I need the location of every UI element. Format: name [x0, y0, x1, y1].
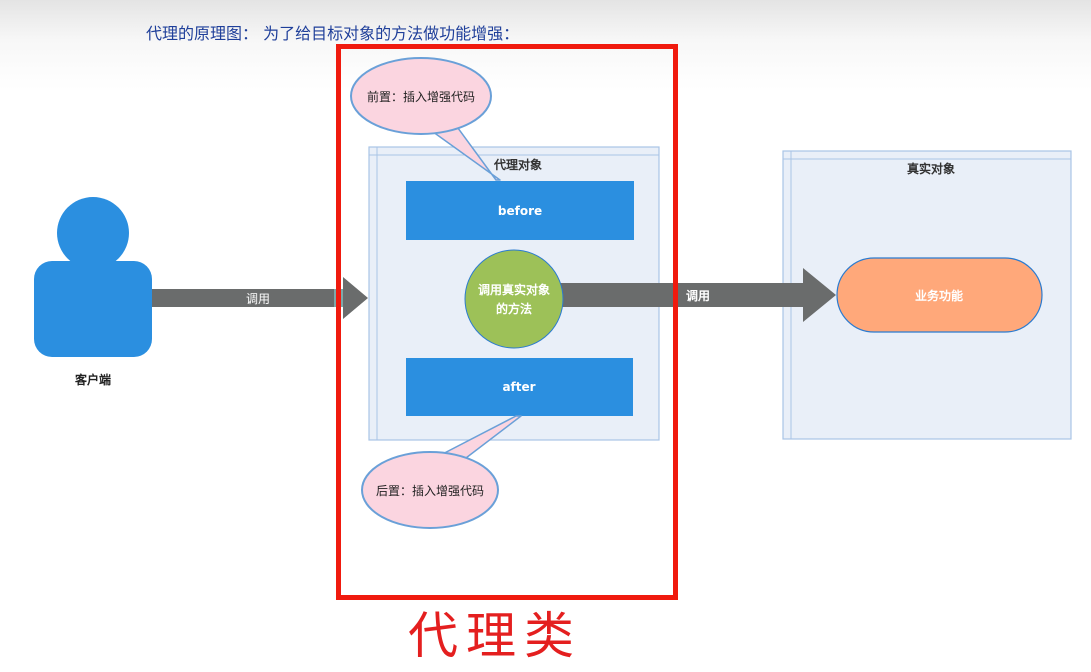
before-callout-text: 前置：插入增强代码 [367, 89, 475, 104]
person-icon [34, 197, 152, 357]
after-callout: 后置：插入增强代码 [361, 415, 522, 529]
before-callout: 前置：插入增强代码 [350, 57, 501, 181]
proxy-class-highlight [336, 44, 678, 600]
real-call-arrow-shape [548, 268, 836, 322]
proxy-object-title: 代理对象 [493, 157, 542, 172]
client-call-arrow-shape [150, 277, 368, 319]
client-call-arrow: 调用 [150, 277, 368, 319]
page-title: 代理的原理图： 为了给目标对象的方法做功能增强： [146, 24, 520, 43]
proxy-object-container: 代理对象 before after [368, 146, 660, 441]
call-real-method-circle [464, 249, 564, 349]
client-node: 客户端 [34, 197, 152, 387]
before-label: before [498, 204, 542, 218]
after-block [406, 358, 633, 416]
client-call-arrow-label: 调用 [246, 292, 270, 306]
real-call-arrow: 调用 [548, 268, 836, 322]
after-label: after [502, 380, 535, 394]
real-object-title: 真实对象 [907, 161, 955, 176]
call-real-method-node: 调用真实对象 的方法 [464, 249, 564, 349]
real-call-arrow-label: 调用 [686, 289, 710, 303]
after-callout-bubble [361, 451, 499, 529]
before-callout-bubble [350, 57, 492, 135]
proxy-class-label: 代理类 [408, 607, 582, 665]
client-label: 客户端 [74, 372, 111, 387]
call-real-method-line1: 调用真实对象 [478, 282, 550, 297]
before-block [406, 181, 634, 240]
business-function-label: 业务功能 [915, 288, 963, 303]
after-callout-text: 后置：插入增强代码 [376, 484, 484, 498]
call-real-method-line2: 的方法 [496, 301, 532, 316]
business-function-pill [836, 257, 1043, 333]
